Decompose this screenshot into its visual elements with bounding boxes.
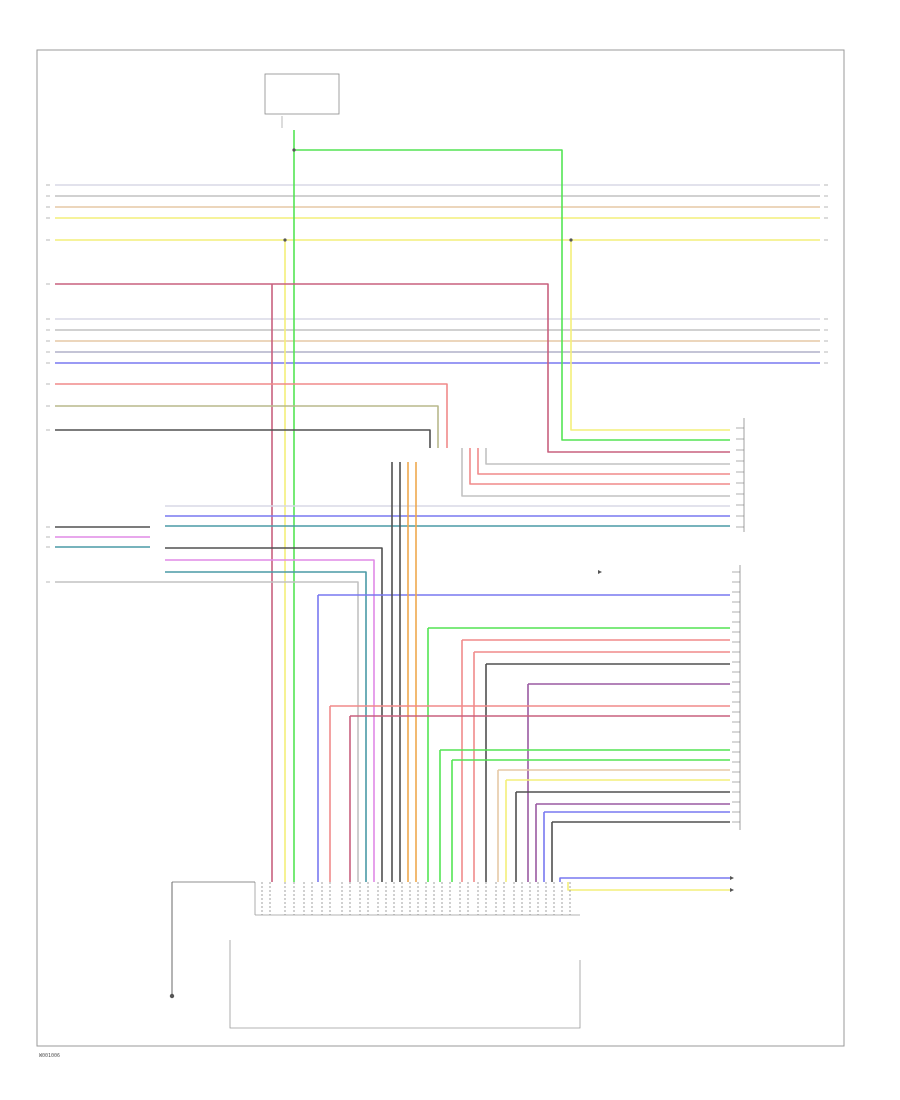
wire-teal-left-2 (165, 571, 367, 882)
wire-yellow-out (567, 882, 730, 891)
wire-green-fuse (293, 130, 730, 441)
control-module-box (229, 882, 581, 1029)
wire-black-left-2 (165, 547, 383, 882)
wire-red-dark-1 (55, 283, 730, 453)
wire-gray-left-3 (55, 581, 359, 882)
diagram-border (36, 49, 845, 1047)
wire-arrow (598, 570, 602, 574)
splice-yellow-2 (569, 238, 573, 242)
ground-sensor (169, 881, 255, 999)
splice-green (292, 148, 296, 152)
wire-red-mid-2 (477, 448, 730, 475)
wire-gray-mid-2 (485, 448, 730, 465)
wire-arrow (730, 888, 734, 892)
wire-red-mid-1 (469, 448, 730, 485)
wire-gray-mid-1 (461, 448, 730, 497)
splice-yellow-1 (283, 238, 287, 242)
footer-code: W001006 (39, 1053, 60, 1059)
wire-blue-out (559, 877, 730, 882)
wire-arrow (730, 876, 734, 880)
wire-pink-left-2 (165, 559, 375, 882)
fuse-box-top (264, 73, 340, 128)
wire-olive-1 (55, 405, 439, 448)
wire-red-1 (55, 383, 448, 448)
wire-black-1 (55, 429, 431, 448)
wire-group (46, 130, 828, 915)
wire-yellow-drop-2 (570, 240, 730, 431)
